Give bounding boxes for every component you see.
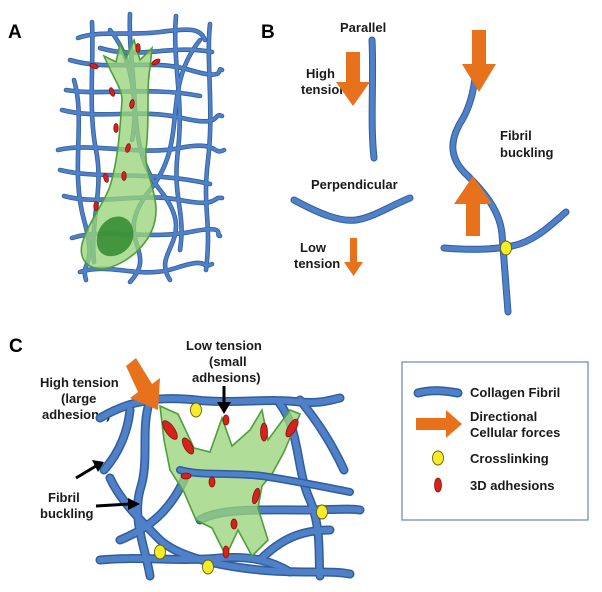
- legend-label-collagen-fibril: Collagen Fibril: [470, 385, 560, 400]
- label-fibril-buckling-line-2: buckling: [500, 145, 554, 160]
- label-fibril-buckling-c-line-1: Fibril: [48, 490, 80, 505]
- perpendicular-fibril: [290, 194, 414, 224]
- label-high-tension-line-1: High: [306, 66, 335, 81]
- panel-a-adhesions: [89, 43, 161, 211]
- label-high-tension-line-2: tension: [301, 82, 347, 97]
- label-parallel: Parallel: [340, 20, 386, 35]
- label-high-tension-c-line-1: High tension: [40, 375, 119, 390]
- legend-force-swatch: [416, 410, 462, 438]
- label-low-tension-c-line-3: adhesions): [192, 370, 261, 385]
- crosslink-dot: [500, 240, 512, 256]
- label-low-tension-line-2: tension: [294, 256, 340, 271]
- panel-c-adhesions: [162, 414, 299, 559]
- panel-c-buckling-pointer-1: [75, 460, 104, 480]
- panel-a-fibril-network: [55, 11, 227, 285]
- low-tension-force-arrow: [344, 238, 363, 276]
- panel-letter-b: B: [261, 22, 275, 43]
- panel-c-buckling-pointer-2: [95, 498, 140, 510]
- label-low-tension-c-line-1: Low tension: [186, 338, 262, 353]
- label-high-tension-c-line-2: (large: [61, 391, 96, 406]
- parallel-fibril: [368, 36, 378, 162]
- high-tension-force-arrow: [336, 52, 370, 106]
- buckled-fibril: [449, 34, 512, 316]
- buckling-force-arrow-up: [454, 176, 492, 236]
- legend-label-crosslinking: Crosslinking: [470, 451, 549, 466]
- label-low-tension-c-line-2: (small: [209, 354, 247, 369]
- panel-c-crosslinks: [154, 402, 328, 575]
- label-fibril-buckling-c-line-2: buckling: [40, 506, 94, 521]
- legend-crosslink-swatch: [432, 450, 444, 466]
- legend-label-forces-line-2: Cellular forces: [470, 425, 560, 440]
- panel-c-fibrils-over-cell: [176, 466, 354, 496]
- buckling-force-arrow-down: [462, 30, 496, 92]
- panel-a-cell: [80, 37, 157, 270]
- legend: Collagen Fibril Directional Cellular for…: [401, 361, 589, 521]
- panel-letter-c: C: [9, 336, 23, 357]
- panel-letter-a: A: [8, 22, 22, 43]
- label-fibril-buckling-line-1: Fibril: [500, 128, 532, 143]
- legend-label-forces-line-1: Directional: [470, 409, 537, 424]
- legend-fibril-swatch: [413, 386, 463, 398]
- label-perpendicular: Perpendicular: [311, 177, 398, 192]
- crossing-fibril: [440, 208, 570, 253]
- panel-c-force-arrow: [126, 358, 160, 410]
- legend-label-adhesions: 3D adhesions: [470, 478, 555, 493]
- panel-c-low-tension-pointer: [217, 386, 231, 414]
- label-high-tension-c-line-3: adhesions): [42, 407, 111, 422]
- legend-adhesion-swatch: [434, 477, 442, 493]
- label-low-tension-line-1: Low: [300, 240, 327, 255]
